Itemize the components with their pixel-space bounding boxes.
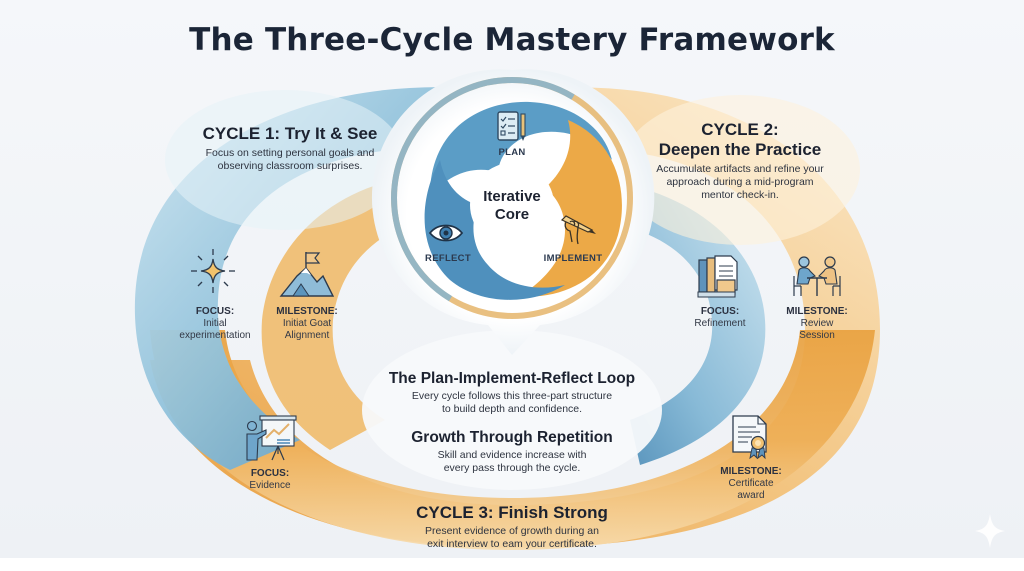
cycle2-focus-line1: Refinement bbox=[694, 318, 746, 329]
checklist-icon bbox=[497, 111, 526, 141]
loop-desc-line2: to build depth and confidence. bbox=[441, 403, 583, 415]
swirl-implement bbox=[520, 120, 622, 297]
cycle2-milestone-line2: Session bbox=[799, 330, 835, 341]
cycle3-focus-label: FOCUS: bbox=[250, 468, 290, 479]
cycle3-milestone: MILESTONE: Certificate award bbox=[706, 466, 796, 502]
core-title-line2: Core bbox=[494, 206, 530, 223]
books-documents-icon bbox=[697, 255, 738, 298]
cycle1-milestone-label: MILESTONE: bbox=[276, 306, 338, 317]
core-step-plan: PLAN bbox=[498, 147, 526, 158]
cycle2-heading-line1: CYCLE 2: bbox=[701, 120, 779, 139]
cycle2-desc-line3: mentor check-in. bbox=[701, 189, 779, 201]
cycle2-desc-line2: approach during a mid-program bbox=[666, 176, 814, 188]
watermark-sparkle-icon bbox=[975, 514, 1005, 548]
cycle1-focus: FOCUS: Initial experimentation bbox=[170, 306, 260, 342]
presentation-chart-icon bbox=[246, 415, 297, 461]
loop-heading: The Plan-Implement-Reflect Loop bbox=[388, 370, 636, 387]
swirl-plan bbox=[430, 101, 612, 195]
cycle1-header: CYCLE 1: Try It & See Focus on setting p… bbox=[180, 124, 400, 173]
cycle3-focus-line1: Evidence bbox=[249, 480, 291, 491]
hand-pencil-icon bbox=[560, 215, 596, 245]
cycle1-inner-band bbox=[261, 175, 440, 450]
meeting-table-icon bbox=[793, 256, 841, 296]
cycle2-inner-band bbox=[600, 180, 766, 465]
growth-desc-line1: Skill and evidence increase with bbox=[437, 449, 587, 461]
cycle3-heading: CYCLE 3: Finish Strong bbox=[416, 503, 608, 522]
framework-diagram bbox=[134, 69, 880, 550]
cycle2-heading-line2: Deepen the Practice bbox=[658, 140, 822, 159]
cycle3-milestone-label: MILESTONE: bbox=[720, 466, 782, 477]
cycle1-focus-label: FOCUS: bbox=[195, 306, 235, 317]
framework-canvas: The Three-Cycle Mastery Framework Iterat… bbox=[0, 0, 1024, 558]
cycle1-heading: CYCLE 1: Try It & See bbox=[202, 124, 378, 143]
cycle2-header: CYCLE 2: Deepen the Practice Accumulate … bbox=[630, 120, 850, 202]
page-title: The Three-Cycle Mastery Framework bbox=[189, 22, 835, 58]
cycle1-focus-line1: Initial bbox=[203, 318, 227, 329]
cycle1-focus-line2: experimentation bbox=[179, 330, 251, 341]
sparkle-icon bbox=[191, 249, 235, 293]
cycle1-milestone-line2: Alignment bbox=[284, 330, 330, 341]
growth-section: Growth Through Repetition Skill and evid… bbox=[372, 429, 652, 475]
core-step-implement: IMPLEMENT bbox=[543, 253, 603, 264]
cycle1-milestone: MILESTONE: Initiat Goat Alignment bbox=[262, 306, 352, 342]
growth-heading: Growth Through Repetition bbox=[411, 429, 613, 446]
certificate-icon bbox=[732, 415, 767, 460]
core-title-line1: Iterative bbox=[483, 188, 541, 205]
cycle2-desc-line1: Accumulate artifacts and refine your bbox=[656, 163, 824, 175]
mountain-flag-icon bbox=[279, 252, 335, 297]
cycle3-header: CYCLE 3: Finish Strong Present evidence … bbox=[392, 503, 632, 551]
eye-icon bbox=[428, 224, 464, 242]
core-swirl bbox=[424, 101, 622, 300]
cycle3-milestone-line2: award bbox=[737, 490, 765, 501]
cycle2-milestone: MILESTONE: Review Session bbox=[772, 306, 862, 342]
cycle3-focus: FOCUS: Evidence bbox=[225, 468, 315, 492]
core-step-reflect: REFLECT bbox=[425, 253, 471, 264]
loop-section: The Plan-Implement-Reflect Loop Every cy… bbox=[352, 370, 672, 416]
core-title: Iterative Core bbox=[472, 188, 552, 224]
growth-desc-line2: every pass through the cycle. bbox=[443, 462, 581, 474]
loop-desc-line1: Every cycle follows this three-part stru… bbox=[411, 390, 613, 402]
cycle3-desc-line2: exit interview to eam your certificate. bbox=[427, 538, 597, 550]
cycle2-focus: FOCUS: Refinement bbox=[675, 306, 765, 330]
cycle3-milestone-line1: Certificate bbox=[728, 478, 774, 489]
cycle1-desc-line1: Focus on setting personal goals and bbox=[205, 147, 375, 159]
swirl-reflect bbox=[424, 160, 565, 300]
cycle3-desc-line1: Present evidence of growth during an bbox=[425, 525, 599, 537]
core-center bbox=[470, 163, 554, 247]
cycle1-desc-line2: observing classroom surprises. bbox=[217, 160, 363, 172]
cycle2-milestone-line1: Review bbox=[800, 318, 834, 329]
cycle1-milestone-line1: Initiat Goat bbox=[282, 318, 332, 329]
cycle3-ring bbox=[150, 330, 875, 550]
cycle2-focus-label: FOCUS: bbox=[700, 306, 740, 317]
cycle2-milestone-label: MILESTONE: bbox=[786, 306, 848, 317]
